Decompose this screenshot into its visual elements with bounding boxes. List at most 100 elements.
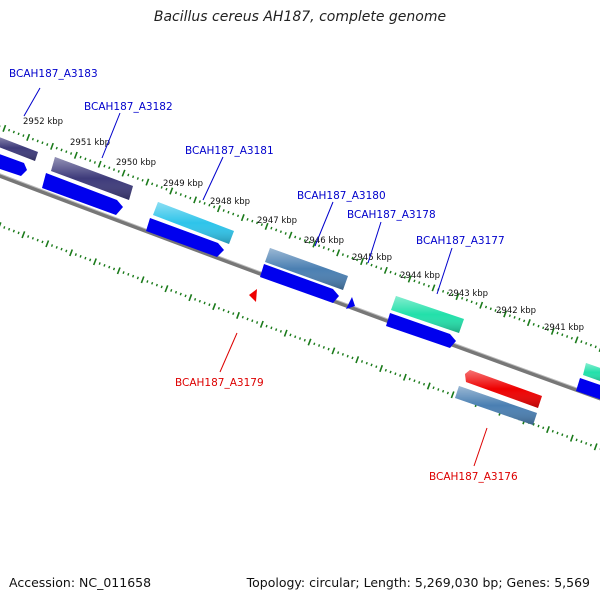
- gene-tile-a3181[interactable]: [153, 202, 234, 244]
- minor-tick: [399, 374, 402, 377]
- minor-tick: [17, 231, 20, 235]
- minor-tick: [217, 306, 220, 310]
- major-tick: [450, 391, 455, 399]
- gene-label[interactable]: BCAH187_A3177: [416, 235, 505, 247]
- minor-tick: [3, 226, 6, 229]
- gene-tiles-upper: [0, 135, 600, 382]
- minor-tick: [103, 263, 106, 267]
- minor-tick: [165, 187, 168, 191]
- minor-tick: [65, 150, 68, 154]
- minor-tick: [155, 184, 158, 188]
- minor-tick: [127, 272, 130, 276]
- gene-label[interactable]: BCAH187_A3181: [185, 145, 274, 157]
- gene-tile-a3176-red[interactable]: [465, 370, 542, 408]
- minor-tick: [275, 328, 278, 332]
- minor-tick: [151, 182, 154, 186]
- minor-tick: [375, 265, 378, 269]
- gene-label[interactable]: BCAH187_A3178: [347, 209, 436, 221]
- forward-arrow[interactable]: [0, 152, 27, 176]
- minor-tick: [227, 310, 230, 314]
- major-tick: [546, 426, 550, 434]
- minor-tick: [132, 175, 135, 179]
- minor-tick: [389, 270, 392, 274]
- minor-tick: [17, 132, 20, 136]
- forward-arrow[interactable]: [260, 264, 339, 303]
- minor-tick: [561, 433, 564, 437]
- major-tick: [407, 275, 412, 283]
- gene-tile-a3180[interactable]: [265, 248, 348, 290]
- minor-tick: [442, 389, 445, 393]
- gene-label[interactable]: BCAH187_A3180: [297, 190, 386, 202]
- forward-arrow[interactable]: [146, 218, 224, 257]
- major-tick: [593, 443, 598, 451]
- major-tick: [0, 222, 2, 227]
- minor-tick: [117, 170, 120, 173]
- minor-tick: [575, 438, 578, 442]
- forward-arrow[interactable]: [386, 313, 456, 348]
- minor-tick: [408, 377, 411, 381]
- minor-tick: [279, 230, 282, 234]
- major-tick: [193, 196, 198, 204]
- gene-tile-a3177[interactable]: [391, 296, 464, 333]
- minor-tick: [160, 186, 163, 189]
- minor-tick: [418, 281, 421, 284]
- minor-tick: [222, 209, 225, 212]
- major-tick: [50, 142, 54, 150]
- gene-tile-edge[interactable]: [583, 363, 600, 382]
- minor-tick: [508, 314, 511, 318]
- minor-tick: [160, 285, 163, 289]
- minor-tick: [499, 310, 502, 314]
- minor-tick: [227, 210, 230, 214]
- minor-tick: [179, 292, 182, 296]
- minor-tick: [270, 326, 273, 330]
- gene-tile-a3183[interactable]: [0, 135, 38, 161]
- minor-tick: [585, 441, 588, 445]
- minor-tick: [151, 281, 154, 285]
- minor-tick: [60, 148, 63, 152]
- forward-arrow[interactable]: [576, 378, 600, 400]
- gene-label[interactable]: BCAH187_A3182: [84, 101, 173, 113]
- minor-tick: [365, 361, 368, 365]
- minor-tick: [12, 229, 15, 233]
- minor-tick: [270, 226, 273, 230]
- forward-arrow[interactable]: [42, 173, 123, 215]
- minor-tick: [93, 161, 96, 164]
- gene-tile-a3182[interactable]: [51, 157, 133, 200]
- major-tick: [379, 364, 384, 373]
- gene-label[interactable]: BCAH187_A3176: [429, 471, 518, 483]
- minor-tick: [251, 319, 254, 323]
- minor-tick: [194, 298, 197, 301]
- minor-tick: [246, 317, 249, 321]
- minor-tick: [465, 298, 468, 302]
- minor-tick: [8, 227, 11, 231]
- minor-tick: [442, 289, 445, 293]
- minor-tick: [489, 307, 492, 311]
- reverse-genes: [249, 289, 542, 425]
- major-tick: [479, 301, 484, 309]
- kbp-label: 2945 kbp: [352, 253, 392, 263]
- major-tick: [212, 303, 217, 311]
- minor-tick: [31, 236, 34, 240]
- minor-tick: [427, 284, 430, 288]
- minor-tick: [594, 345, 597, 349]
- minor-tick: [289, 333, 292, 337]
- forward-arrow-a3178[interactable]: [346, 297, 355, 309]
- minor-tick: [260, 223, 263, 227]
- minor-tick: [184, 294, 187, 298]
- minor-tick: [346, 254, 349, 258]
- minor-tick: [365, 261, 368, 265]
- minor-tick: [532, 422, 535, 426]
- major-tick: [45, 240, 50, 248]
- kbp-label: 2943 kbp: [448, 289, 488, 299]
- gene-label[interactable]: BCAH187_A3183: [9, 68, 98, 80]
- kbp-labels: 2952 kbp 2951 kbp 2950 kbp 2949 kbp 2948…: [23, 117, 584, 333]
- major-tick: [69, 249, 74, 257]
- minor-tick: [208, 203, 211, 207]
- minor-tick: [413, 279, 416, 283]
- minor-tick: [146, 280, 149, 283]
- gene-label[interactable]: BCAH187_A3179: [175, 377, 264, 389]
- gene-tile-a3176[interactable]: [455, 386, 537, 425]
- major-tick: [92, 258, 97, 266]
- minor-tick: [112, 267, 116, 271]
- gene-a3179-arrow[interactable]: [249, 289, 257, 302]
